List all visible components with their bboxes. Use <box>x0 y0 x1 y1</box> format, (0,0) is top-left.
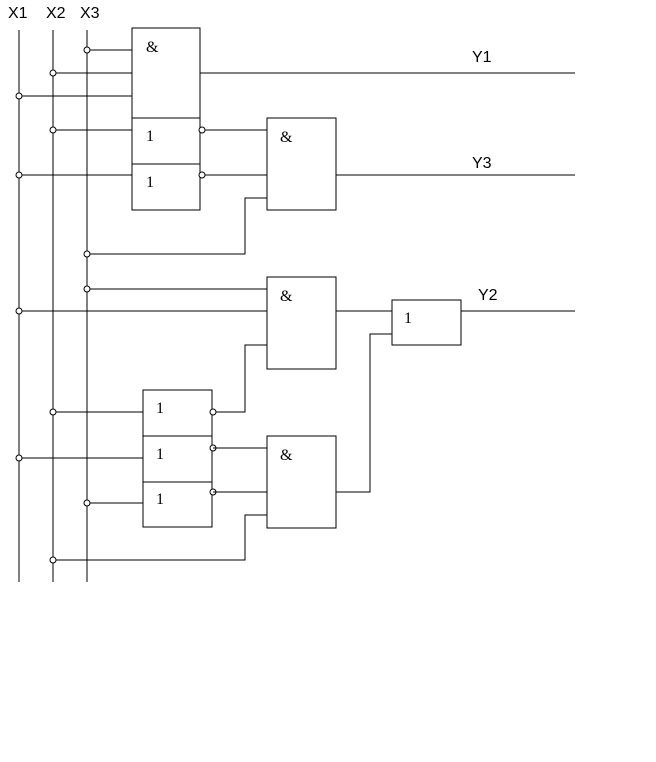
and-gate-y3-symbol: & <box>280 129 293 146</box>
inverter-bubble-x2-upper <box>198 126 206 134</box>
not-gate-x2-lower <box>142 389 213 437</box>
tap-x1-and-y1 <box>15 92 23 100</box>
and-gate-y2-lower <box>266 435 337 529</box>
and-gate-y3 <box>266 117 337 211</box>
output-label-y1: Y1 <box>472 49 492 66</box>
and-gate-y1-symbol: & <box>146 39 159 56</box>
and-gate-y2-upper-symbol: & <box>280 288 293 305</box>
tap-x3-not-lower <box>83 499 91 507</box>
wire-x2-to-and-y2-lower <box>53 514 267 561</box>
input-label-x3: X3 <box>80 5 100 22</box>
tap-x3-and-y1 <box>83 46 91 54</box>
tap-x2-not-upper <box>49 126 57 134</box>
not-gate-x2-upper <box>131 117 201 165</box>
and-gate-y2-lower-symbol: & <box>280 447 293 464</box>
tap-x1-not-upper <box>15 171 23 179</box>
tap-x3-and-y2-upper <box>83 285 91 293</box>
tap-x2-not-lower <box>49 408 57 416</box>
wire-and-lower-to-or <box>336 333 392 493</box>
not-gate-x1-lower-symbol: 1 <box>156 446 164 463</box>
not-gate-x1-upper-symbol: 1 <box>146 174 154 191</box>
tap-x1-not-lower <box>15 454 23 462</box>
not-gate-x1-lower <box>142 435 213 483</box>
output-label-y3: Y3 <box>472 155 492 172</box>
not-gate-x3-lower-symbol: 1 <box>156 491 164 508</box>
not-gate-x1-upper <box>131 163 201 211</box>
input-label-x1: X1 <box>8 5 28 22</box>
tap-x3-and-y3 <box>83 250 91 258</box>
wire-x3-to-and-y3 <box>87 197 267 255</box>
not-gate-x2-lower-symbol: 1 <box>156 400 164 417</box>
tap-x1-and-y2-upper <box>15 307 23 315</box>
input-label-x2: X2 <box>46 5 66 22</box>
and-gate-y1 <box>131 27 201 119</box>
tap-x2-and-y1 <box>49 69 57 77</box>
output-label-y2: Y2 <box>478 287 498 304</box>
wire-not-x2-to-and-y2-upper <box>213 344 267 413</box>
tap-x2-and-y2-lower <box>49 556 57 564</box>
not-gate-x3-lower <box>142 481 213 528</box>
or-gate-y2-symbol: 1 <box>404 310 412 327</box>
not-gate-x2-upper-symbol: 1 <box>146 128 154 145</box>
or-gate-y2 <box>391 299 462 346</box>
inverter-bubble-x1-upper <box>198 171 206 179</box>
and-gate-y2-upper <box>266 276 337 370</box>
inverter-bubble-x2-lower <box>209 408 217 416</box>
